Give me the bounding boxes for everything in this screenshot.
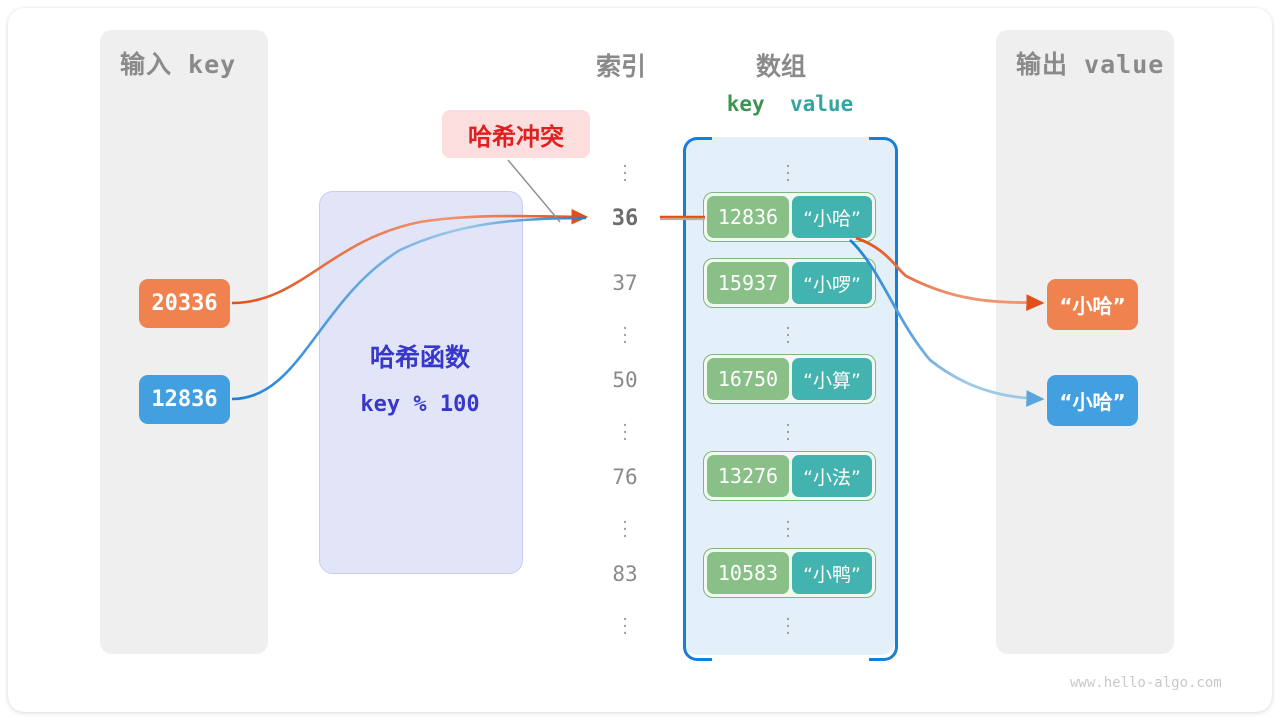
entry-key-12836: 12836 bbox=[707, 196, 789, 238]
array-bracket-left bbox=[683, 137, 712, 661]
index-ellipsis-3: ... bbox=[622, 313, 628, 348]
array-entry-83: 10583 “小鸭” bbox=[703, 548, 876, 598]
output-panel bbox=[996, 30, 1174, 654]
index-ellipsis-9: ... bbox=[622, 604, 628, 639]
input-panel bbox=[100, 30, 268, 654]
entry-value-xiaoluo: “小啰” bbox=[792, 262, 872, 304]
entry-value-xiaofa: “小法” bbox=[792, 455, 872, 497]
index-label-83: 83 bbox=[612, 562, 638, 586]
watermark: www.hello-algo.com bbox=[1070, 675, 1222, 691]
array-entry-76: 13276 “小法” bbox=[703, 451, 876, 501]
entry-key-15937: 15937 bbox=[707, 262, 789, 304]
value-heading-label: value bbox=[790, 92, 854, 116]
hash-function-title: 哈希函数 bbox=[369, 343, 470, 372]
hash-function-expression: key % 100 bbox=[360, 392, 480, 417]
index-ellipsis-0: ... bbox=[622, 151, 628, 186]
array-ellipsis-5: ... bbox=[785, 410, 791, 445]
array-ellipsis-7: ... bbox=[785, 507, 791, 542]
array-ellipsis-0: ... bbox=[785, 151, 791, 186]
output-value-blue: “小哈” bbox=[1047, 375, 1138, 426]
input-key-12836: 12836 bbox=[139, 375, 230, 424]
key-heading-label: key bbox=[726, 92, 765, 116]
output-value-orange: “小哈” bbox=[1047, 279, 1138, 330]
index-ellipsis-7: ... bbox=[622, 507, 628, 542]
index-label-37: 37 bbox=[612, 271, 638, 295]
entry-key-13276: 13276 bbox=[707, 455, 789, 497]
array-ellipsis-3: ... bbox=[785, 313, 791, 348]
entry-key-10583: 10583 bbox=[707, 552, 789, 594]
entry-value-xiaoya: “小鸭” bbox=[792, 552, 872, 594]
hash-collision-badge: 哈希冲突 bbox=[442, 110, 590, 158]
array-entry-36: 12836 “小哈” bbox=[703, 192, 876, 242]
array-ellipsis-9: ... bbox=[785, 604, 791, 639]
key-value-heading: key value bbox=[700, 92, 880, 116]
index-column-heading: 索引 bbox=[596, 52, 647, 81]
output-panel-title: 输出 value bbox=[1016, 50, 1165, 79]
array-entry-37: 15937 “小啰” bbox=[703, 258, 876, 308]
hash-function-box bbox=[319, 191, 523, 574]
entry-key-16750: 16750 bbox=[707, 358, 789, 400]
entry-value-xiaoha: “小哈” bbox=[792, 196, 872, 238]
input-panel-title: 输入 key bbox=[120, 50, 237, 79]
entry-value-xiaosuan: “小算” bbox=[792, 358, 872, 400]
index-ellipsis-5: ... bbox=[622, 410, 628, 445]
array-column-heading: 数组 bbox=[756, 52, 807, 81]
array-entry-50: 16750 “小算” bbox=[703, 354, 876, 404]
input-key-20336: 20336 bbox=[139, 279, 230, 328]
index-label-76: 76 bbox=[612, 465, 638, 489]
index-label-36: 36 bbox=[611, 206, 639, 231]
index-label-50: 50 bbox=[612, 368, 638, 392]
